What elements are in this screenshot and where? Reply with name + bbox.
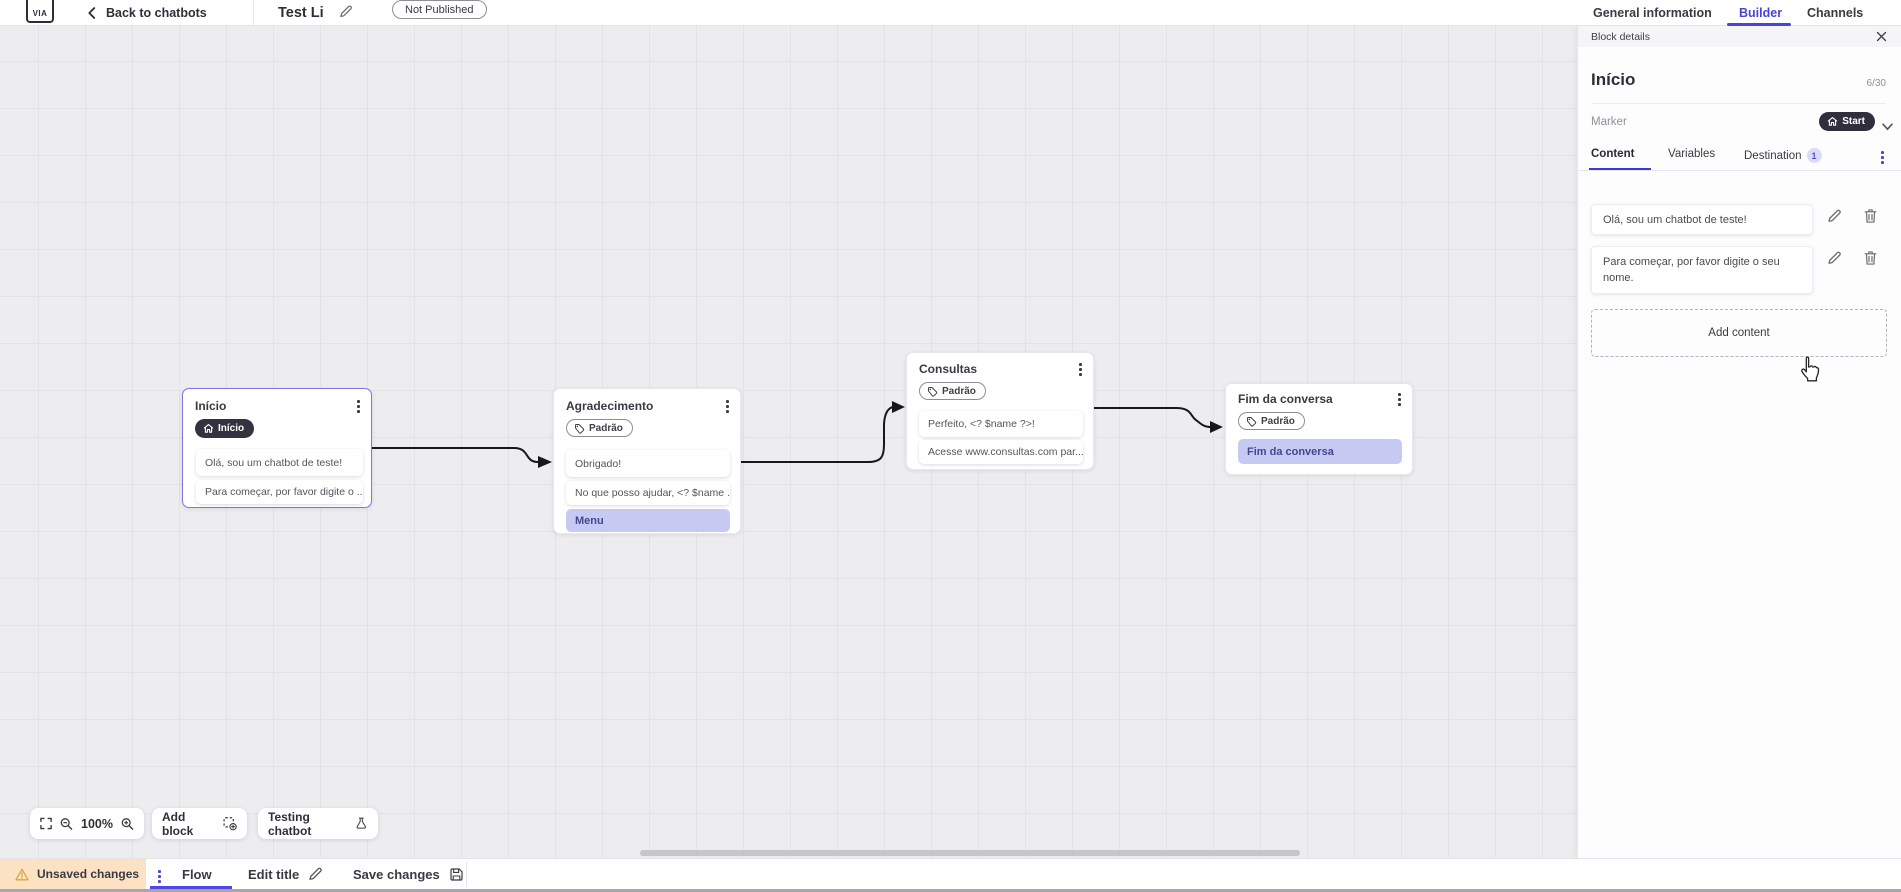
trash-icon xyxy=(1864,209,1877,223)
tab-general-information[interactable]: General information xyxy=(1593,5,1712,20)
tag-icon xyxy=(928,386,938,397)
marker-label: Marker xyxy=(1591,116,1627,128)
bottom-bar: Unsaved changes Flow Edit title Save cha… xyxy=(0,858,1901,889)
panel-header: Block details xyxy=(1578,26,1901,47)
pencil-icon xyxy=(309,867,323,880)
chatbot-title: Test Li xyxy=(278,4,324,21)
tab-channels[interactable]: Channels xyxy=(1807,5,1864,20)
tab-builder[interactable]: Builder xyxy=(1739,5,1783,20)
top-bar: VIA Back to chatbots Test Li Not Publish… xyxy=(0,0,1901,26)
block-marker-badge: Início xyxy=(195,419,255,438)
block-message-item[interactable]: Olá, sou um chatbot de teste! xyxy=(196,449,363,476)
block-tag-badge: Padrão xyxy=(566,419,633,437)
block-message-item[interactable]: Obrigado! xyxy=(566,450,730,477)
panel-tabs-divider xyxy=(1578,170,1901,171)
bottombar-divider xyxy=(466,862,467,887)
edit-content-button[interactable] xyxy=(1826,208,1842,229)
back-label: Back to chatbots xyxy=(106,5,207,20)
add-block-button[interactable]: Add block xyxy=(152,808,247,839)
window-bottom-edge xyxy=(0,889,1901,892)
marker-start-dropdown[interactable]: Start xyxy=(1819,112,1875,131)
zoom-level: 100% xyxy=(81,816,114,831)
block-message-item[interactable]: Para começar, por favor digite o ... xyxy=(196,480,363,504)
block-name-input[interactable]: Início xyxy=(1591,70,1636,89)
topbar-divider xyxy=(253,0,254,25)
flask-icon xyxy=(356,817,367,829)
close-icon[interactable] xyxy=(1876,31,1887,42)
pencil-icon xyxy=(1828,251,1841,264)
home-icon xyxy=(203,424,214,433)
status-badge: Not Published xyxy=(392,0,487,19)
block-message-item[interactable]: Perfeito, <? $name ?>! xyxy=(919,411,1083,437)
tag-icon xyxy=(1247,416,1257,427)
delete-content-button[interactable] xyxy=(1863,250,1878,271)
name-underline xyxy=(1591,103,1886,104)
panel-tab-destination[interactable]: Destination 1 xyxy=(1744,148,1822,163)
zoom-toolbar: 100% xyxy=(30,808,144,839)
block-title: Fim da conversa xyxy=(1238,392,1333,406)
block-title: Agradecimento xyxy=(566,399,654,413)
unsaved-changes-label: Unsaved changes xyxy=(37,867,140,881)
block-message-item[interactable]: Acesse www.consultas.com par... xyxy=(919,440,1083,464)
panel-menu-button[interactable] xyxy=(1878,148,1887,167)
flow-menu-button[interactable] xyxy=(155,867,164,886)
chevron-left-icon xyxy=(88,6,96,19)
content-item-card[interactable]: Para começar, por favor digite o seu nom… xyxy=(1591,246,1813,294)
home-icon xyxy=(1827,117,1838,126)
destination-count-badge: 1 xyxy=(1806,148,1822,163)
block-button-item[interactable]: Fim da conversa xyxy=(1238,439,1402,464)
block-tag-badge: Padrão xyxy=(1238,412,1305,430)
horizontal-scrollbar[interactable] xyxy=(640,850,1300,856)
pencil-icon xyxy=(1828,209,1841,222)
char-counter: 6/30 xyxy=(1866,78,1886,89)
warning-icon xyxy=(15,868,29,880)
flow-tab-underline xyxy=(150,886,232,889)
block-title: Consultas xyxy=(919,362,978,376)
zoom-out-icon[interactable] xyxy=(60,817,73,831)
zoom-in-icon[interactable] xyxy=(121,817,134,831)
testing-chatbot-button[interactable]: Testing chatbot xyxy=(258,808,378,839)
block-tag-badge: Padrão xyxy=(919,382,986,400)
edit-title-button[interactable]: Edit title xyxy=(248,859,323,889)
unsaved-changes-banner: Unsaved changes xyxy=(0,859,146,889)
panel-tab-content[interactable]: Content xyxy=(1591,148,1635,160)
panel-header-title: Block details xyxy=(1591,30,1650,43)
fit-screen-icon[interactable] xyxy=(40,817,52,830)
flow-block-inicio[interactable]: Início Início Olá, sou um chatbot de tes… xyxy=(182,388,372,508)
save-changes-button[interactable]: Save changes xyxy=(353,859,464,889)
block-menu-button[interactable] xyxy=(1395,390,1404,409)
flow-block-agradecimento[interactable]: Agradecimento Padrão Obrigado! No que po… xyxy=(553,388,741,534)
tab-flow[interactable]: Flow xyxy=(182,866,212,882)
block-message-item[interactable]: No que posso ajudar, <? $name ... xyxy=(566,481,730,505)
block-menu-button[interactable] xyxy=(723,397,732,416)
edit-content-button[interactable] xyxy=(1826,250,1842,271)
flow-block-consultas[interactable]: Consultas Padrão Perfeito, <? $name ?>! … xyxy=(906,352,1094,470)
save-icon xyxy=(450,867,463,881)
app-logo[interactable]: VIA xyxy=(26,0,54,23)
add-block-icon xyxy=(223,817,237,831)
edit-title-pencil-icon[interactable] xyxy=(338,4,353,24)
active-panel-tab-underline xyxy=(1589,168,1651,170)
flow-block-fim-da-conversa[interactable]: Fim da conversa Padrão Fim da conversa xyxy=(1225,383,1413,475)
trash-icon xyxy=(1864,251,1877,265)
active-tab-underline xyxy=(1727,23,1791,26)
panel-tab-variables[interactable]: Variables xyxy=(1668,148,1716,160)
block-button-item[interactable]: Menu xyxy=(566,509,730,532)
block-menu-button[interactable] xyxy=(1076,360,1085,379)
back-to-chatbots-button[interactable]: Back to chatbots xyxy=(86,0,207,25)
tag-icon xyxy=(575,423,585,434)
add-content-button[interactable]: Add content xyxy=(1591,309,1887,357)
delete-content-button[interactable] xyxy=(1863,208,1878,229)
content-item-card[interactable]: Olá, sou um chatbot de teste! xyxy=(1591,204,1813,235)
block-title: Início xyxy=(195,399,227,413)
block-details-panel: Block details Início 6/30 Marker Start C… xyxy=(1577,26,1901,858)
block-menu-button[interactable] xyxy=(354,397,363,416)
chevron-down-icon[interactable] xyxy=(1882,118,1893,136)
